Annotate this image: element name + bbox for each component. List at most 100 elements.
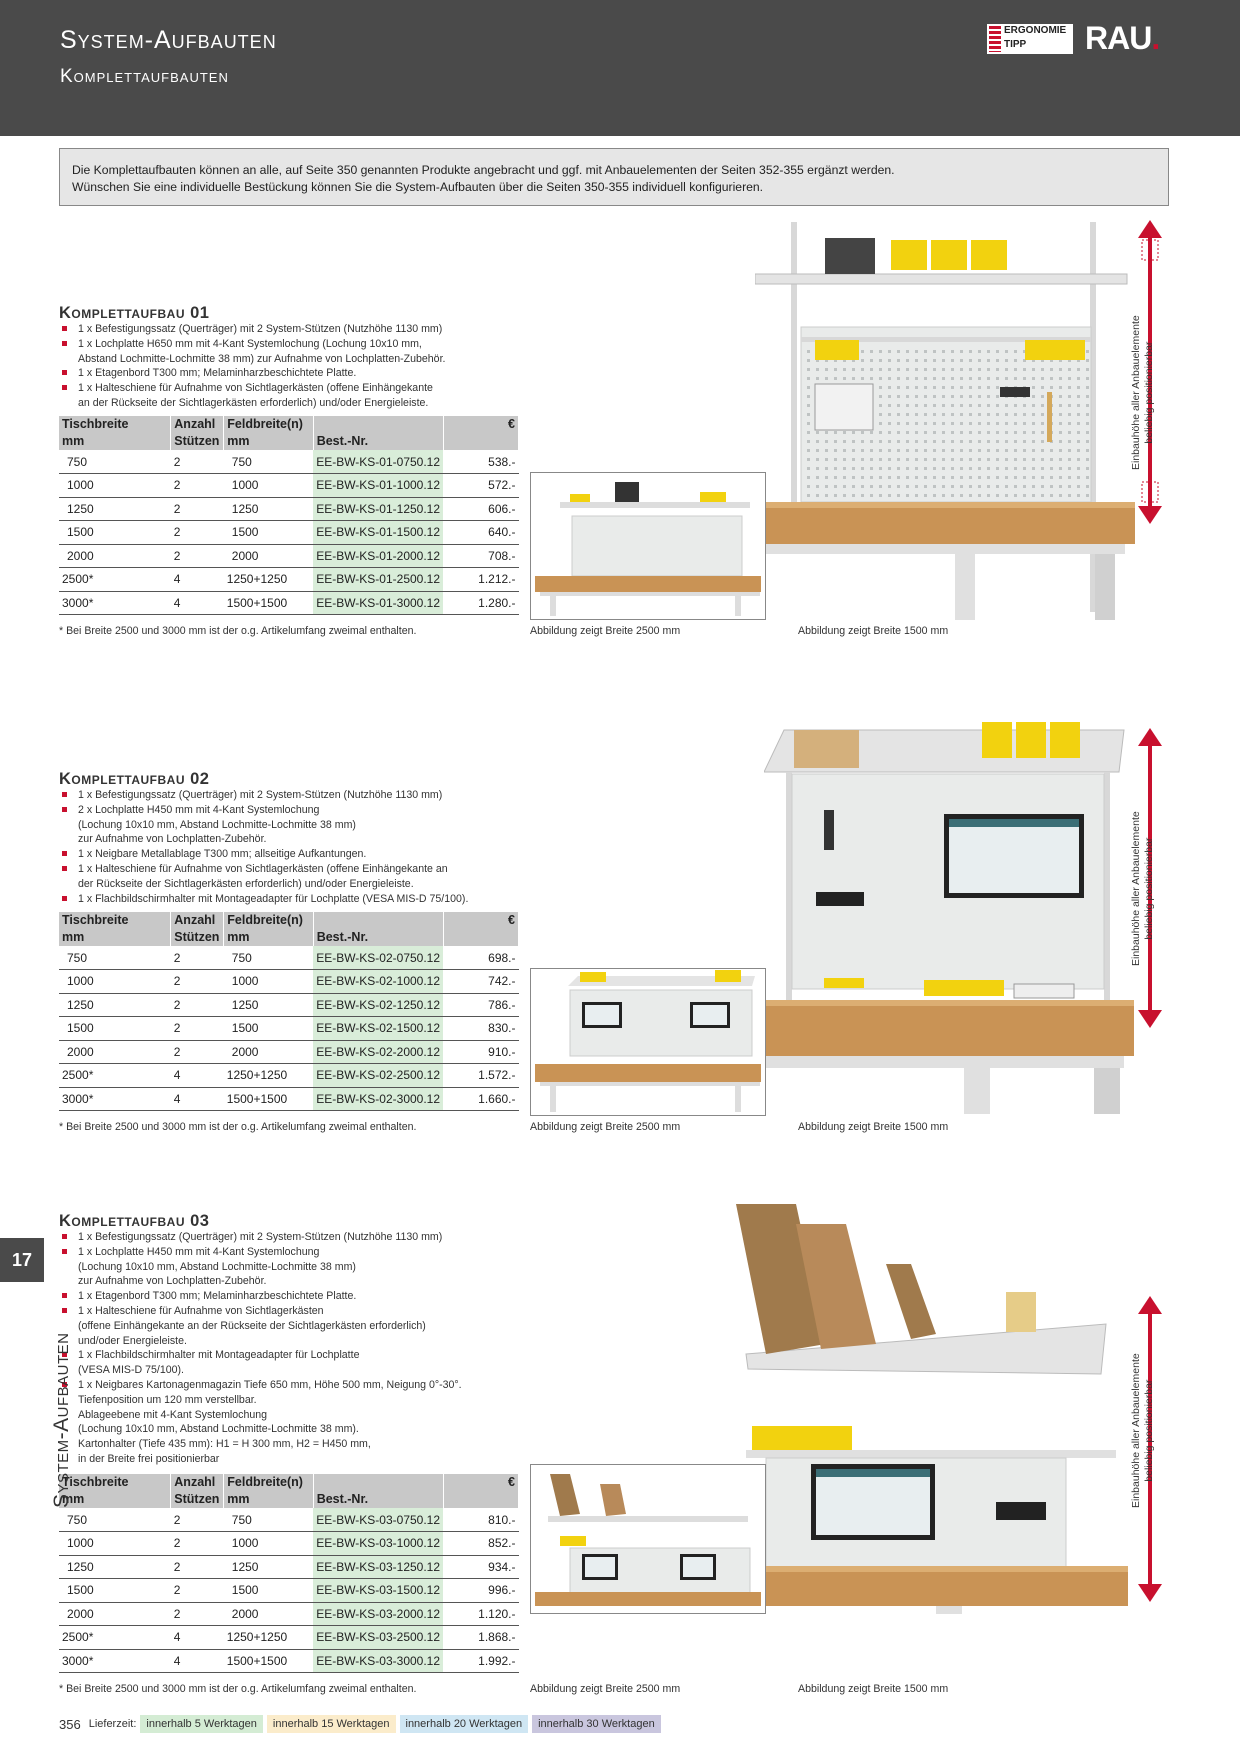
table-cell-width: 1000 [59,969,171,994]
table-cell-article: EE-BW-KS-01-1500.12 [313,520,444,545]
ergonomie-tipp-logo: ERGONOMIE TIPP [987,24,1073,54]
delivery-tag-15: innerhalb 15 Werktagen [266,1715,396,1733]
table-cell-field: 750 [223,1508,314,1532]
table-cell-field: 1250+1250 [223,567,314,592]
table-cell-supports: 2 [170,450,224,474]
feature-item: 1 x Etagenbord T300 mm; Melaminharzbesch… [59,366,529,381]
table-cell-field: 1250 [223,497,314,521]
section-title: Komplettaufbau 01 [59,304,210,322]
table-cell-width: 2000 [59,1040,171,1064]
side-label-line2: beliebig positionierbar [1143,341,1155,444]
workbench-image-01-small [530,472,766,620]
table-cell-supports: 2 [170,993,224,1017]
caption-small-01: Abbildung zeigt Breite 2500 mm [530,625,681,637]
table-cell-field: 2000 [223,1602,314,1626]
caption-small-02: Abbildung zeigt Breite 2500 mm [530,1121,681,1133]
feature-item: 1 x Halteschiene für Aufnahme von Sichtl… [59,381,529,396]
table-cell-article: EE-BW-KS-02-3000.12 [313,1087,444,1111]
table-cell-article: EE-BW-KS-02-1500.12 [313,1016,444,1041]
table-cell-article: EE-BW-KS-02-2000.12 [313,1040,444,1064]
table-cell-supports: 2 [170,1016,224,1041]
side-label-01: Einbauhöhe aller Anbauelemente beliebig … [1130,315,1156,470]
feature-list: 1 x Befestigungssatz (Querträger) mit 2 … [59,1230,529,1467]
table-header [443,1491,520,1508]
table-header [313,912,444,929]
table-cell-price: 1.992.- [443,1649,519,1673]
table-cell-width: 1000 [59,1531,171,1556]
workbench-image-02-large [764,722,1134,1114]
table-cell-width: 750 [59,1508,171,1532]
table-cell-price: 910.- [443,1040,519,1064]
table-cell-supports: 4 [170,1649,224,1673]
table-cell-width: 2500* [59,567,171,592]
table-header: € [443,1474,520,1491]
delivery-tag-5: innerhalb 5 Werktagen [140,1715,263,1733]
brand-name: RAU [1085,20,1152,56]
table-cell-field: 1500 [223,1016,314,1041]
table-cell-width: 3000* [59,591,171,615]
feature-item: 1 x Befestigungssatz (Querträger) mit 2 … [59,322,529,337]
table-cell-field: 1250+1250 [223,1063,314,1088]
feature-item: 1 x Flachbildschirmhalter mit Montageada… [59,892,529,907]
table-cell-supports: 2 [170,1578,224,1603]
table-cell-width: 2500* [59,1063,171,1088]
table-cell-supports: 2 [170,497,224,521]
table-header: Best.-Nr. [313,929,444,946]
section-title: Komplettaufbau 02 [59,770,210,788]
table-header: Tischbreite [59,912,172,929]
table-cell-width: 1250 [59,993,171,1017]
feature-item: 1 x Halteschiene für Aufnahme von Sichtl… [59,862,529,877]
lieferzeit-label: Lieferzeit: [88,1718,137,1730]
table-cell-width: 1250 [59,1555,171,1579]
intro-box: Die Komplettaufbauten können an alle, au… [59,148,1169,206]
caption-large-01: Abbildung zeigt Breite 1500 mm [798,625,949,637]
table-header: Tischbreite [59,416,172,433]
table-cell-width: 1000 [59,473,171,498]
table-cell-article: EE-BW-KS-01-1250.12 [313,497,444,521]
table-cell-width: 750 [59,450,171,474]
side-label-line2: beliebig positionierbar [1143,1379,1155,1482]
chapter-tab: 17 [0,1238,44,1282]
table-cell-article: EE-BW-KS-01-2000.12 [313,544,444,568]
table-cell-supports: 4 [170,1625,224,1650]
table-cell-article: EE-BW-KS-02-1250.12 [313,993,444,1017]
table-cell-article: EE-BW-KS-03-2500.12 [313,1625,444,1650]
table-header [313,1474,444,1491]
side-label-line1: Einbauhöhe aller Anbauelemente [1130,811,1142,966]
height-arrow-03 [1138,1296,1162,1602]
table-header [443,929,520,946]
page-title: System-Aufbauten [60,26,277,54]
table-cell-supports: 2 [170,1508,224,1532]
table-cell-field: 1500 [223,1578,314,1603]
table-cell-article: EE-BW-KS-01-1000.12 [313,473,444,498]
height-arrow-02 [1138,728,1162,1028]
table-cell-supports: 4 [170,567,224,592]
delivery-tag-20: innerhalb 20 Werktagen [399,1715,529,1733]
table-cell-width: 2000 [59,1602,171,1626]
side-label-line1: Einbauhöhe aller Anbauelemente [1130,315,1142,470]
feature-item: (Lochung 10x10 mm, Abstand Lochmitte-Loc… [78,1423,359,1436]
side-label-03: Einbauhöhe aller Anbauelemente beliebig … [1130,1353,1156,1508]
table-cell-width: 3000* [59,1649,171,1673]
feature-item: zur Aufnahme von Lochplatten-Zubehör. [78,1275,267,1288]
table-header: Best.-Nr. [313,1491,444,1508]
feature-item: an der Rückseite der Sichtlagerkästen er… [78,396,429,409]
table-cell-price: 698.- [443,946,519,970]
table-cell-price: 934.- [443,1555,519,1579]
table-cell-price: 1.660.- [443,1087,519,1111]
table-cell-field: 1500+1500 [223,591,314,615]
page-footer: 356 Lieferzeit: innerhalb 5 Werktagen in… [59,1715,661,1733]
feature-item: zur Aufnahme von Lochplatten-Zubehör. [78,833,267,846]
table-header: mm [59,433,172,450]
feature-item: 1 x Neigbare Metallablage T300 mm; allse… [59,847,529,862]
table-cell-field: 1500 [223,520,314,545]
table-cell-width: 2500* [59,1625,171,1650]
